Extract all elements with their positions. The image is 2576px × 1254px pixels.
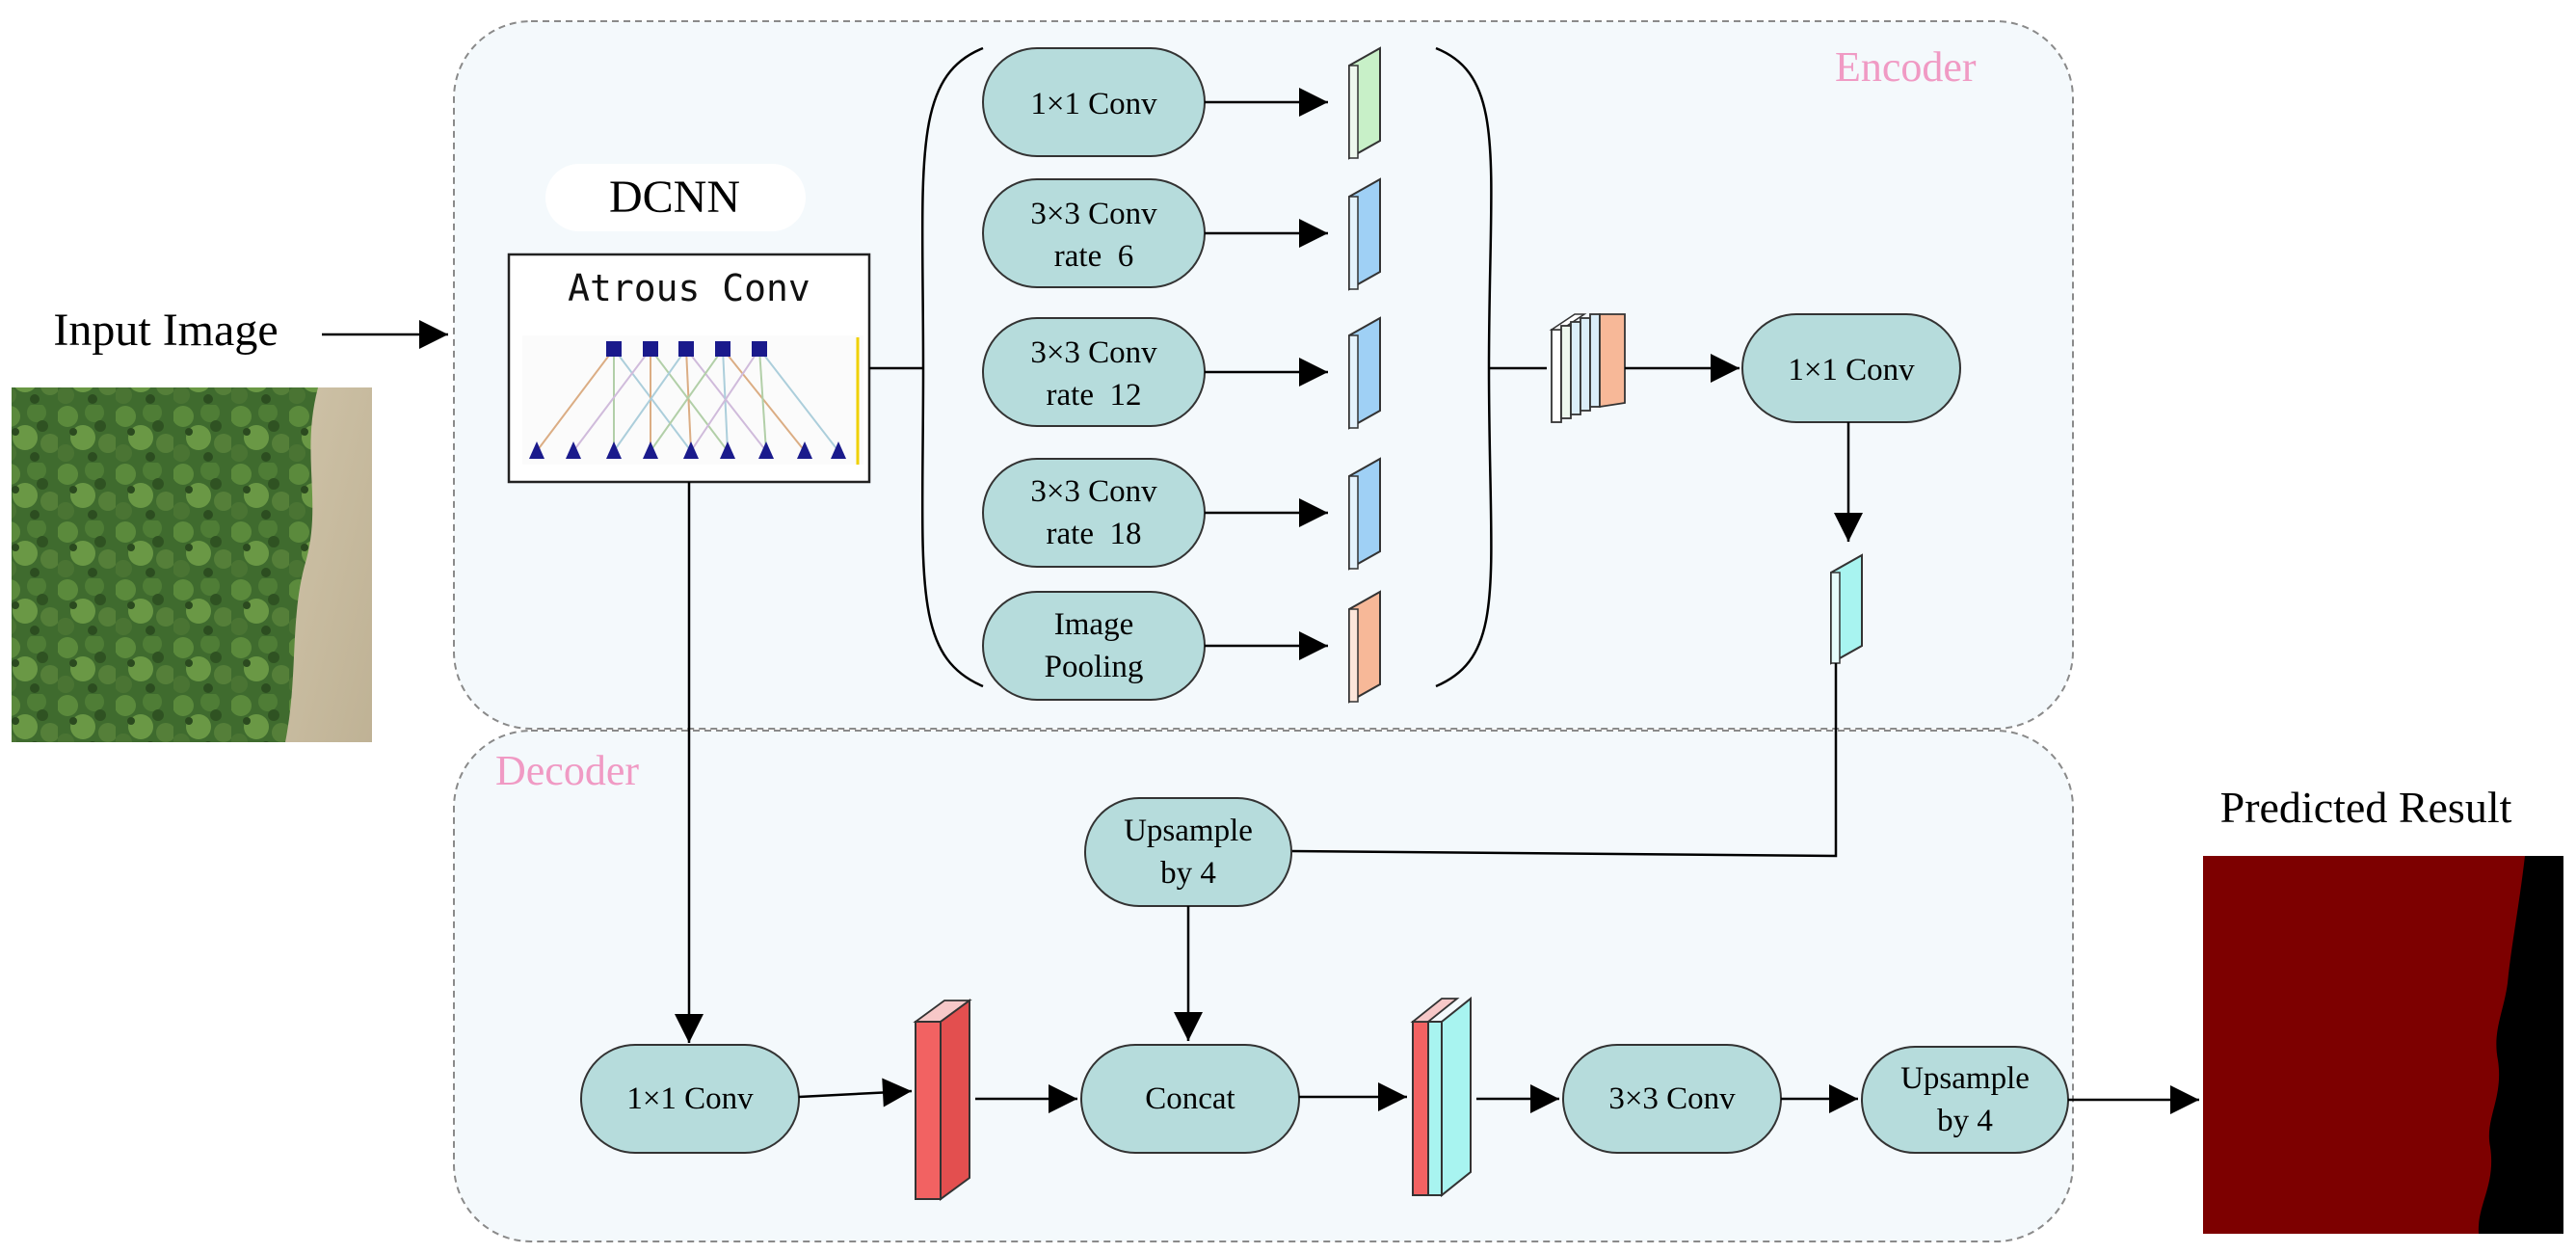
svg-text:1×1 Conv: 1×1 Conv bbox=[1030, 87, 1157, 121]
svg-text:by 4: by 4 bbox=[1937, 1104, 1993, 1138]
atrous-icon bbox=[522, 335, 863, 465]
feature-map-blue-1 bbox=[1348, 177, 1381, 291]
svg-text:Concat: Concat bbox=[1145, 1081, 1235, 1116]
input-image-label: Input Image bbox=[53, 305, 278, 356]
aspp-left-bracket bbox=[920, 46, 984, 688]
aspp-conv1x1-node: 1×1 Conv bbox=[982, 47, 1206, 157]
low-level-feature-map bbox=[913, 999, 972, 1201]
dcnn-label: DCNN bbox=[609, 172, 740, 223]
concatenated-feature-stack bbox=[1549, 313, 1626, 423]
aspp-image-pooling-node: Image Pooling bbox=[982, 591, 1206, 701]
feature-map-blue-3 bbox=[1348, 457, 1381, 571]
predicted-result-label: Predicted Result bbox=[2220, 783, 2512, 832]
svg-text:Pooling: Pooling bbox=[1045, 650, 1144, 684]
svg-text:Image: Image bbox=[1054, 607, 1133, 642]
svg-text:1×1 Conv: 1×1 Conv bbox=[1788, 353, 1915, 387]
encoder-conv1x1-node: 1×1 Conv bbox=[1741, 313, 1961, 423]
svg-text:rate 18: rate 18 bbox=[1047, 517, 1142, 551]
decoder-concat-node: Concat bbox=[1080, 1044, 1300, 1154]
svg-text:rate 6: rate 6 bbox=[1054, 239, 1133, 274]
decoder-conv-to-feature-arrow bbox=[798, 1078, 913, 1107]
dcnn-label-bg bbox=[545, 164, 806, 231]
svg-text:by 4: by 4 bbox=[1160, 856, 1216, 891]
decoder-conv1x1-node: 1×1 Conv bbox=[580, 1044, 800, 1154]
svg-text:3×3 Conv: 3×3 Conv bbox=[1608, 1081, 1736, 1116]
feature-map-green bbox=[1348, 46, 1381, 160]
aspp-conv3x3-rate18-node: 3×3 Conv rate 18 bbox=[982, 458, 1206, 568]
encoder-output-feature-map bbox=[1830, 553, 1863, 665]
input-image bbox=[12, 387, 372, 742]
concat-feature-stack bbox=[1410, 996, 1472, 1198]
encoder-to-upsample-line bbox=[1290, 663, 1838, 858]
decoder-upsample-mid-node: Upsample by 4 bbox=[1084, 797, 1292, 907]
aspp-conv3x3-rate6-node: 3×3 Conv rate 6 bbox=[982, 178, 1206, 288]
svg-text:Upsample: Upsample bbox=[1124, 814, 1253, 848]
decoder-label: Decoder bbox=[495, 747, 639, 794]
encoder-panel bbox=[453, 20, 2074, 730]
feature-map-blue-2 bbox=[1348, 316, 1381, 430]
decoder-upsample-out-node: Upsample by 4 bbox=[1861, 1046, 2069, 1154]
svg-text:3×3 Conv: 3×3 Conv bbox=[1030, 197, 1157, 231]
svg-text:rate 12: rate 12 bbox=[1047, 378, 1142, 413]
svg-text:1×1 Conv: 1×1 Conv bbox=[626, 1081, 754, 1116]
aspp-conv3x3-rate12-node: 3×3 Conv rate 12 bbox=[982, 317, 1206, 427]
atrous-conv-label: Atrous Conv bbox=[568, 267, 810, 309]
feature-map-orange bbox=[1348, 590, 1381, 704]
encoder-label: Encoder bbox=[1835, 43, 1977, 91]
svg-text:3×3 Conv: 3×3 Conv bbox=[1030, 335, 1157, 370]
svg-text:Upsample: Upsample bbox=[1900, 1061, 2030, 1096]
svg-text:3×3 Conv: 3×3 Conv bbox=[1030, 474, 1157, 509]
decoder-conv3x3-node: 3×3 Conv bbox=[1562, 1044, 1782, 1154]
predicted-result-image bbox=[2203, 856, 2563, 1234]
